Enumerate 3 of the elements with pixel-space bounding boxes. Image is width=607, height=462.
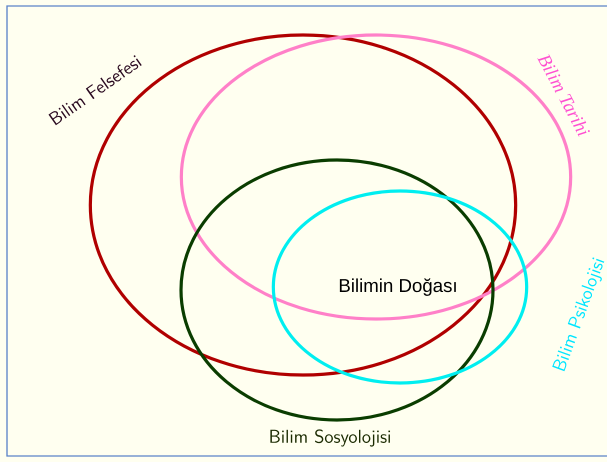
set-label: Bilim Tarihi [537, 54, 590, 137]
set-label: Bilim Sosyolojisi [270, 429, 390, 447]
center-label: Bilimin Doğası [340, 278, 456, 296]
